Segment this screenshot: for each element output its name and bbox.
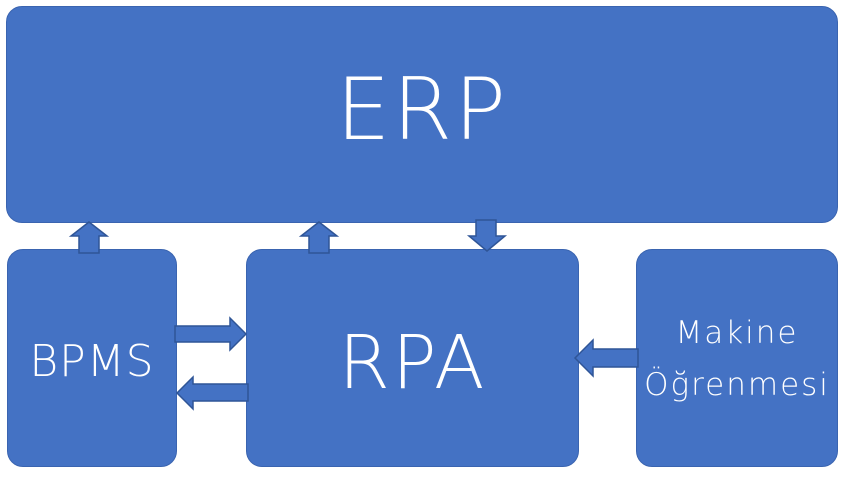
bpms-label: BPMS	[29, 335, 155, 387]
arrow-erp-to-rpa	[466, 219, 508, 252]
rpa-box: RPA	[246, 249, 579, 467]
arrow-ml-to-rpa	[573, 338, 639, 378]
erp-box: ERP	[6, 6, 838, 223]
machine-learning-label-line2: Öğrenmesi	[644, 367, 830, 403]
machine-learning-label: Makine Öğrenmesi	[644, 307, 830, 411]
arrow-rpa-to-bpms	[175, 375, 249, 411]
arrow-bpms-to-erp	[68, 221, 110, 254]
bpms-box: BPMS	[7, 249, 177, 467]
erp-label: ERP	[336, 59, 508, 160]
machine-learning-box: Makine Öğrenmesi	[636, 249, 838, 467]
rpa-label: RPA	[338, 320, 487, 406]
arrow-rpa-to-erp	[298, 221, 340, 254]
machine-learning-label-line1: Makine	[675, 315, 799, 351]
arrow-bpms-to-rpa	[174, 316, 248, 352]
